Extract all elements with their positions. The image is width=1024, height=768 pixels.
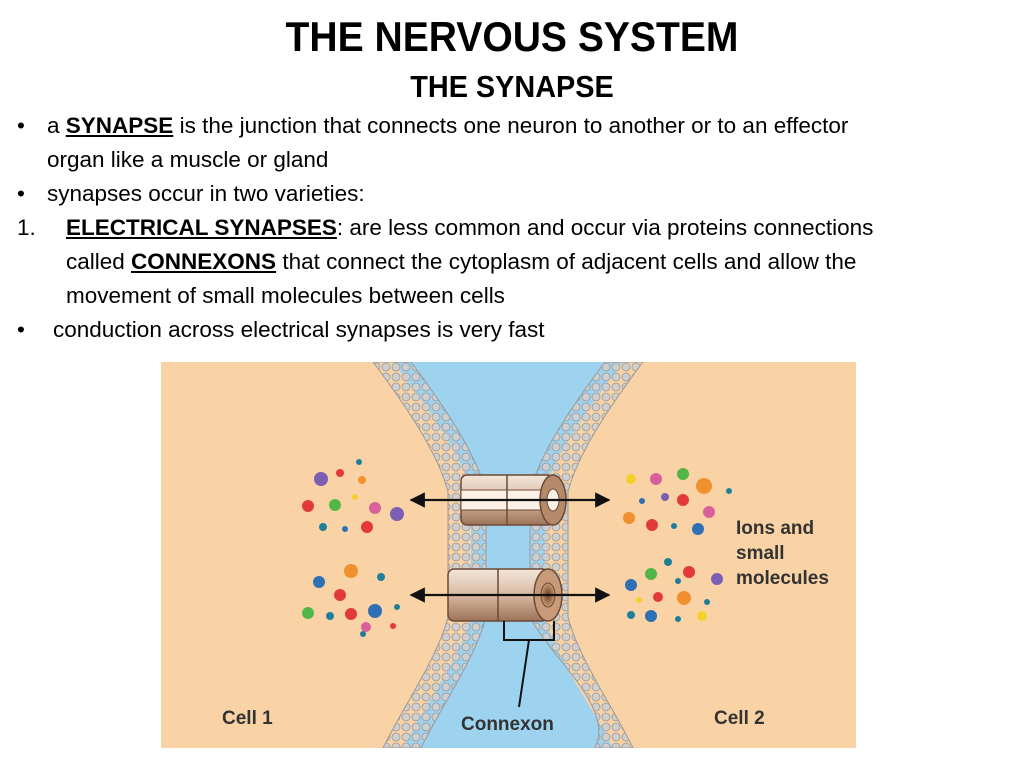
ion [711,573,723,585]
term-synapse: SYNAPSE [65,113,174,138]
ion [358,476,366,484]
text-fragment: a [47,113,66,138]
ion [329,499,341,511]
text-fragment: is the junction that connects one neuron… [173,113,849,138]
text-fragment: that connect the cytoplasm of adjacent c… [276,249,857,274]
ion [361,622,371,632]
ion [646,519,658,531]
ion [314,472,328,486]
ion [625,579,637,591]
ion [356,459,362,465]
ion [677,468,689,480]
ion [675,616,681,622]
ion [671,523,677,529]
ion [390,507,404,521]
ions-cell1-upper [302,459,404,533]
ion [302,607,314,619]
numbered-text: movement of small molecules between cell… [66,283,505,308]
bullet-marker: • [17,181,25,206]
bullet-marker: • [17,317,25,342]
ion [377,573,385,581]
ion [677,494,689,506]
ion [390,623,396,629]
ion [653,592,663,602]
ions-cell2-upper [623,468,732,535]
ion [360,631,366,637]
ion [342,526,348,532]
connexon-pointer [503,621,555,708]
ions-cell1-lower [302,564,400,637]
label-ions-line2: small [736,543,785,564]
text-fragment: : are less common and occur via proteins… [336,215,874,240]
label-ions-line3: molecules [736,568,829,589]
label-connexon: Connexon [461,714,554,735]
ion [636,597,642,603]
ion [683,566,695,578]
extracellular-cleft [393,362,623,748]
ion [369,502,381,514]
bullet-marker: • [17,113,25,138]
label-cell2: Cell 2 [714,708,765,729]
ion [352,494,358,500]
cell1-membrane [372,362,487,748]
connexon-diagram: Cell 1 Cell 2 Connexon Ions and small mo… [161,362,856,748]
label-ions-line1: Ions and [736,518,814,539]
term-electrical-synapses: ELECTRICAL SYNAPSES [66,215,337,240]
ion [368,604,382,618]
ion [703,506,715,518]
ion [326,612,334,620]
ion [334,589,346,601]
cell2-membrane [529,362,644,748]
ion [345,608,357,620]
ion [302,500,314,512]
ion [627,611,635,619]
ion [645,568,657,580]
ion [692,523,704,535]
ion [394,604,400,610]
label-cell1: Cell 1 [222,708,273,729]
ion [697,611,707,621]
ion [626,474,636,484]
numbered-text: ELECTRICAL SYNAPSES: are less common and… [66,211,873,245]
ion [313,576,325,588]
ion [661,493,669,501]
bullet-text: organ like a muscle or gland [47,147,329,172]
numbered-text: called CONNEXONS that connect the cytopl… [66,245,856,279]
number-marker: 1. [17,215,36,240]
slide-subtitle: THE SYNAPSE [410,69,614,104]
bullet-text: a SYNAPSE is the junction that connects … [47,109,848,143]
bullet-text: synapses occur in two varieties: [47,181,365,206]
ion [344,564,358,578]
text-fragment: called [66,249,132,274]
ion [704,599,710,605]
ion [361,521,373,533]
ion [650,473,662,485]
bullet-text: conduction across electrical synapses is… [53,317,545,342]
ion [696,478,712,494]
ion [336,469,344,477]
ion [645,610,657,622]
ion [677,591,691,605]
ion [726,488,732,494]
term-connexons: CONNEXONS [131,249,277,274]
ion [664,558,672,566]
ion [623,512,635,524]
slide-title: THE NERVOUS SYSTEM [285,13,739,60]
ion [675,578,681,584]
ion [319,523,327,531]
ions-cell2-lower [625,558,723,622]
ion [639,498,645,504]
